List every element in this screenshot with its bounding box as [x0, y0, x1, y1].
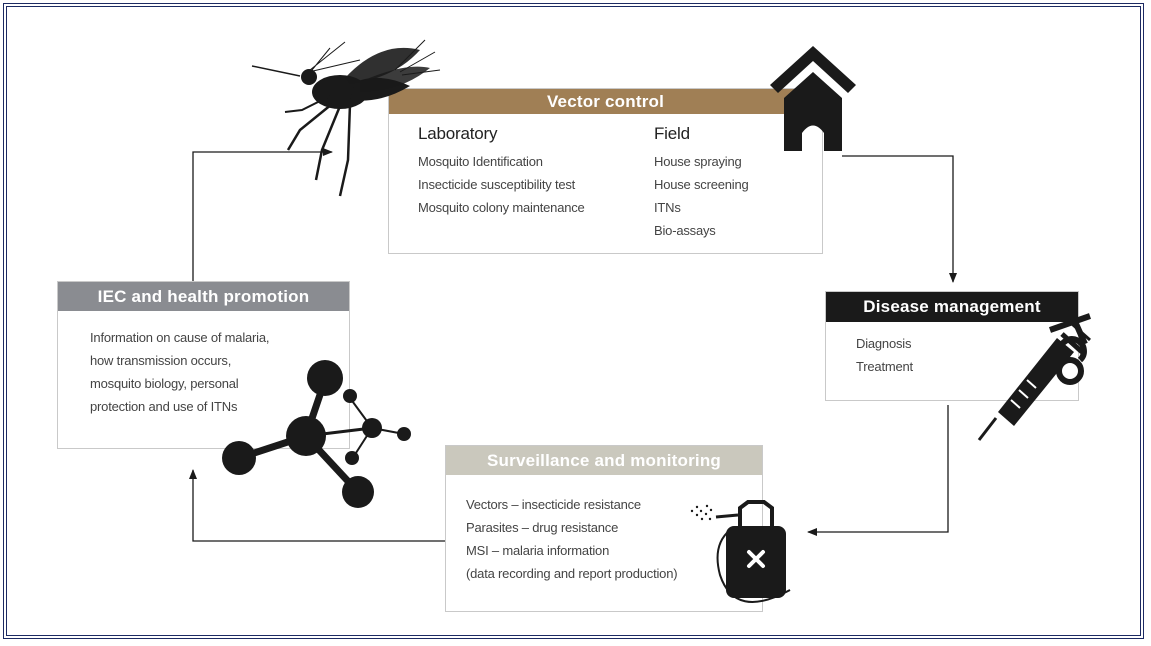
laboratory-heading: Laboratory	[418, 124, 498, 143]
arrow-surveillance-to-iec	[189, 469, 445, 542]
house-icon	[770, 46, 856, 151]
iec-title: IEC and health promotion	[58, 282, 349, 311]
field-item: House screening	[654, 177, 749, 192]
iec-line: protection and use of ITNs	[90, 399, 238, 414]
arrow-vector-to-disease	[842, 155, 957, 283]
surveillance-list: Vectors – insecticide resistance Parasit…	[466, 493, 678, 585]
arrow-iec-to-vector	[192, 148, 333, 282]
laboratory-item: Mosquito colony maintenance	[418, 200, 585, 215]
sprayer-icon	[690, 500, 791, 603]
iec-line: mosquito biology, personal	[90, 376, 239, 391]
disease-management-title: Disease management	[826, 292, 1078, 322]
disease-management-item: Treatment	[856, 359, 913, 374]
field-item: House spraying	[654, 154, 742, 169]
field-item: ITNs	[654, 200, 681, 215]
molecule-icon	[222, 360, 411, 508]
surveillance-title: Surveillance and monitoring	[446, 446, 762, 475]
surveillance-box: Surveillance and monitoring Vectors – in…	[445, 445, 763, 612]
laboratory-item: Insecticide susceptibility test	[418, 177, 576, 192]
field-heading: Field	[654, 124, 690, 143]
disease-management-list: Diagnosis Treatment	[856, 332, 913, 378]
vector-control-box: Vector control Laboratory Mosquito Ident…	[388, 88, 823, 254]
field-column: Field House spraying House screening ITN…	[654, 124, 749, 242]
laboratory-column: Laboratory Mosquito Identification Insec…	[418, 124, 585, 219]
surveillance-item: (data recording and report production)	[466, 566, 678, 581]
diagram-frame	[3, 3, 1144, 639]
co-symbol-icon	[1049, 308, 1091, 385]
iec-line: how transmission occurs,	[90, 353, 232, 368]
surveillance-item: Parasites – drug resistance	[466, 520, 619, 535]
surveillance-item: Vectors – insecticide resistance	[466, 497, 641, 512]
iec-line: Information on cause of malaria,	[90, 330, 270, 345]
iec-text: Information on cause of malaria, how tra…	[90, 326, 270, 418]
surveillance-item: MSI – malaria information	[466, 543, 610, 558]
vector-control-title: Vector control	[389, 89, 822, 114]
arrow-disease-to-surveillance	[807, 405, 949, 536]
laboratory-item: Mosquito Identification	[418, 154, 543, 169]
disease-management-item: Diagnosis	[856, 336, 912, 351]
field-item: Bio-assays	[654, 223, 716, 238]
mosquito-icon	[251, 39, 441, 197]
